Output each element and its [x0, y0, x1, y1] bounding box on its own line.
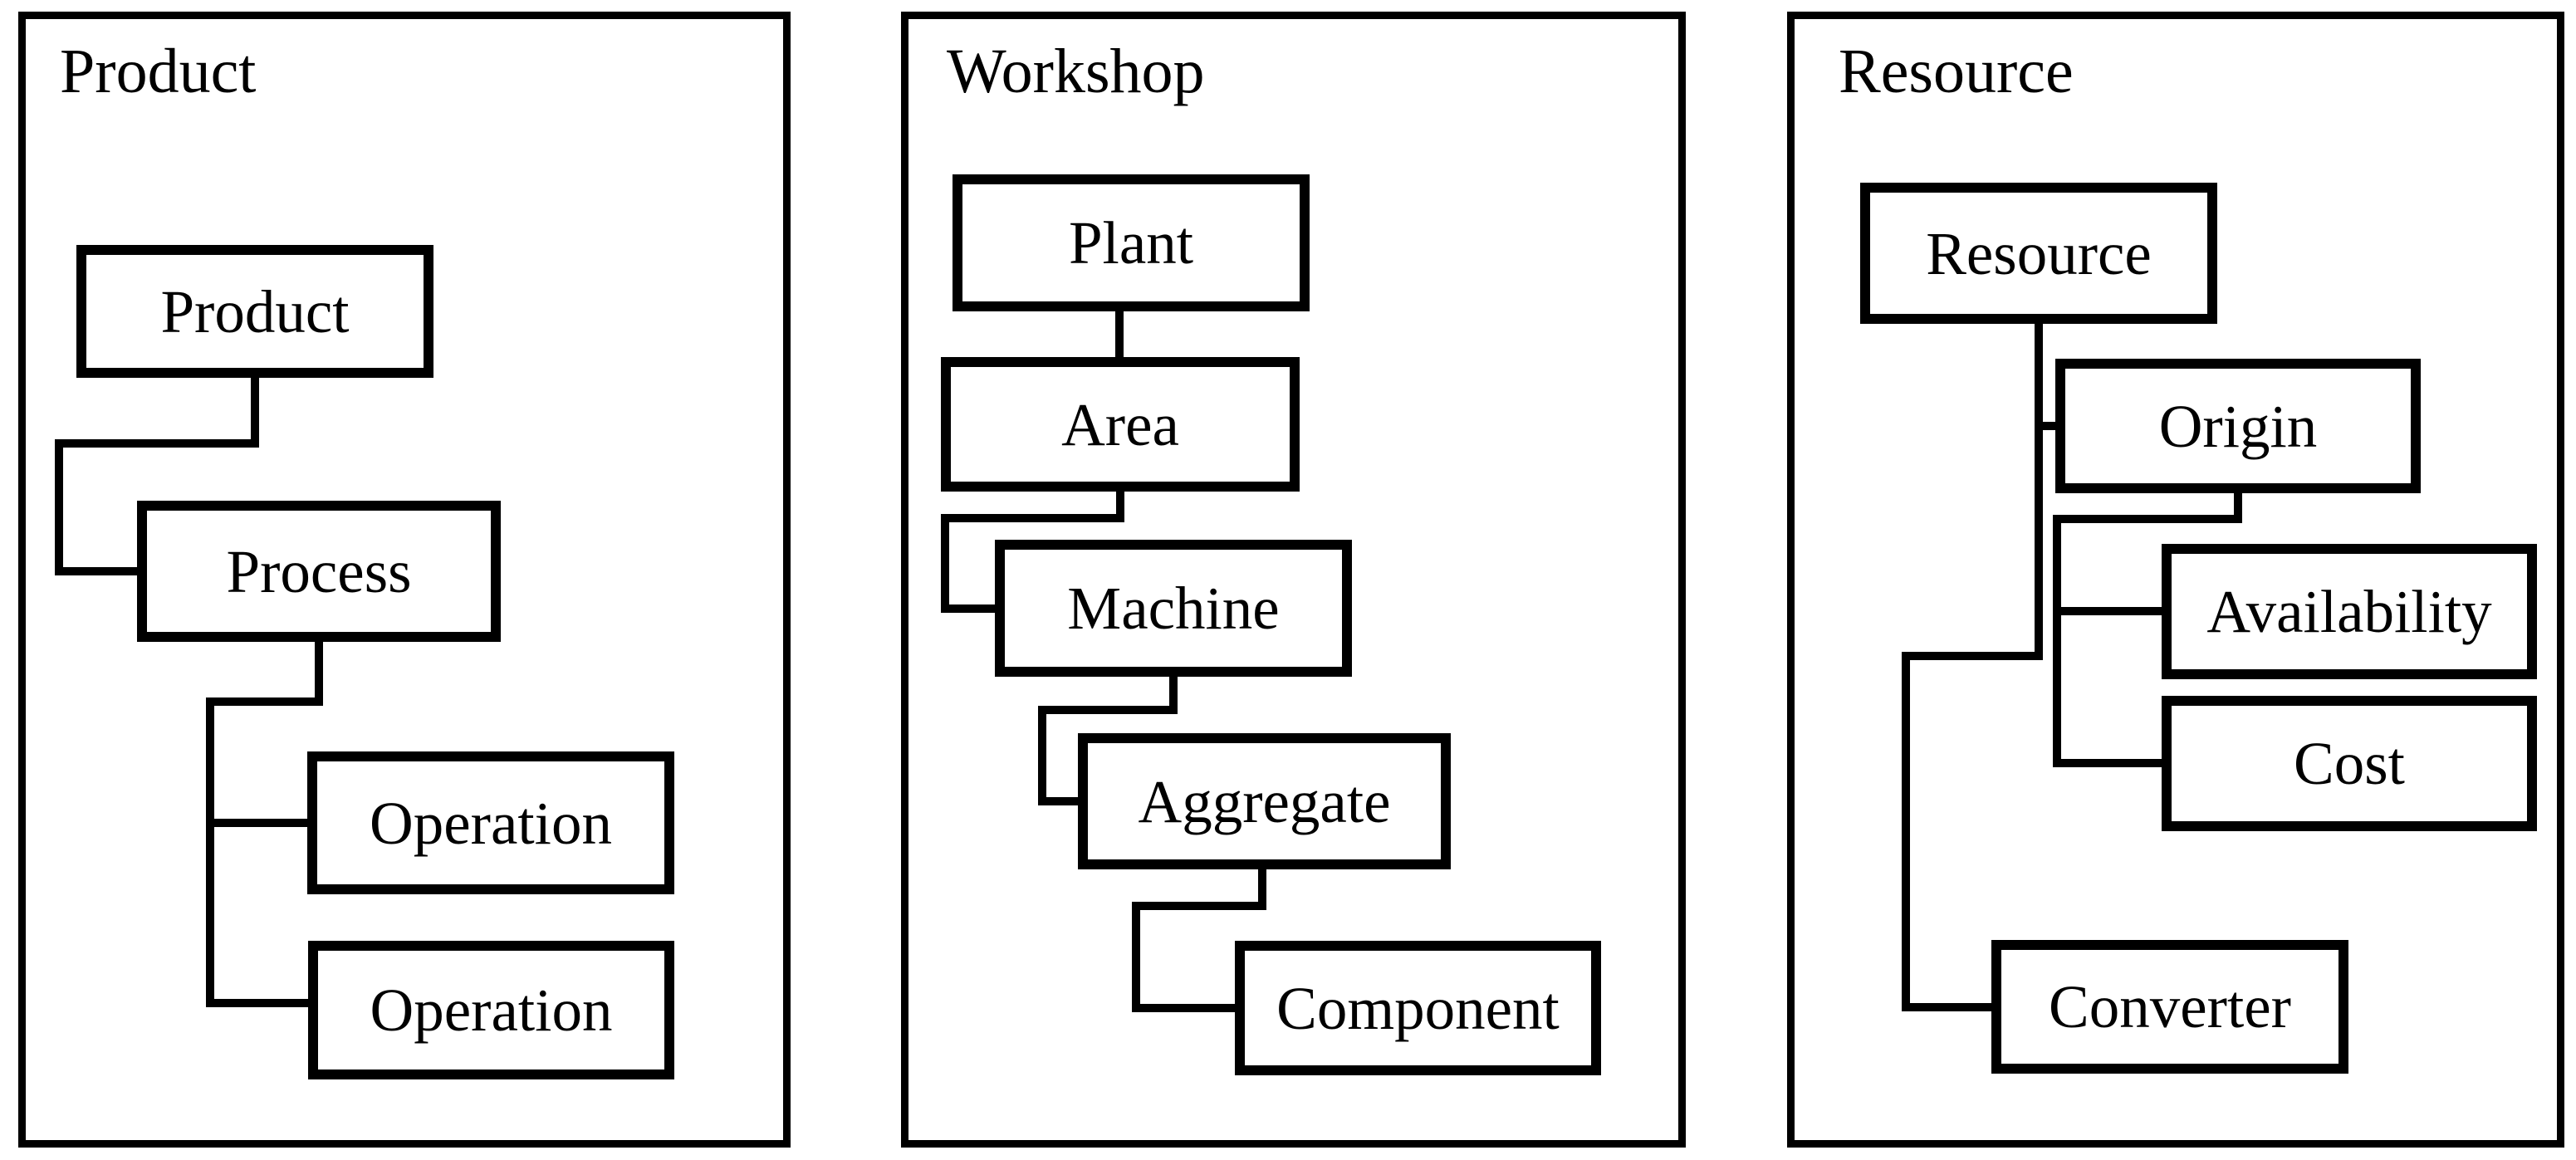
connector-process-operations-trunk	[206, 642, 323, 1007]
node-operation-2: Operation	[308, 941, 674, 1079]
node-operation-1: Operation	[307, 751, 674, 894]
node-component: Component	[1235, 941, 1601, 1075]
connector-origin-cost-trunk	[2053, 493, 2242, 767]
node-area: Area	[941, 357, 1300, 492]
panel-title-product: Product	[60, 37, 257, 106]
node-converter: Converter	[1991, 940, 2348, 1074]
panel-title-workshop: Workshop	[947, 37, 1205, 106]
connector-resource-converter-trunk	[1902, 324, 2043, 1011]
connector-aggregate-component	[1132, 869, 1266, 1012]
node-resource: Resource	[1860, 183, 2217, 324]
connector-machine-aggregate	[1038, 677, 1178, 805]
panel-title-resource: Resource	[1839, 37, 2074, 106]
node-aggregate: Aggregate	[1078, 733, 1451, 869]
node-machine: Machine	[995, 540, 1352, 677]
node-process: Process	[137, 501, 501, 642]
node-plant: Plant	[953, 174, 1310, 311]
node-cost: Cost	[2162, 696, 2537, 831]
connector-product-process	[55, 378, 259, 575]
node-product: Product	[76, 245, 433, 378]
node-origin: Origin	[2055, 359, 2421, 493]
connector-area-machine	[941, 492, 1124, 613]
node-availability: Availability	[2162, 544, 2537, 679]
